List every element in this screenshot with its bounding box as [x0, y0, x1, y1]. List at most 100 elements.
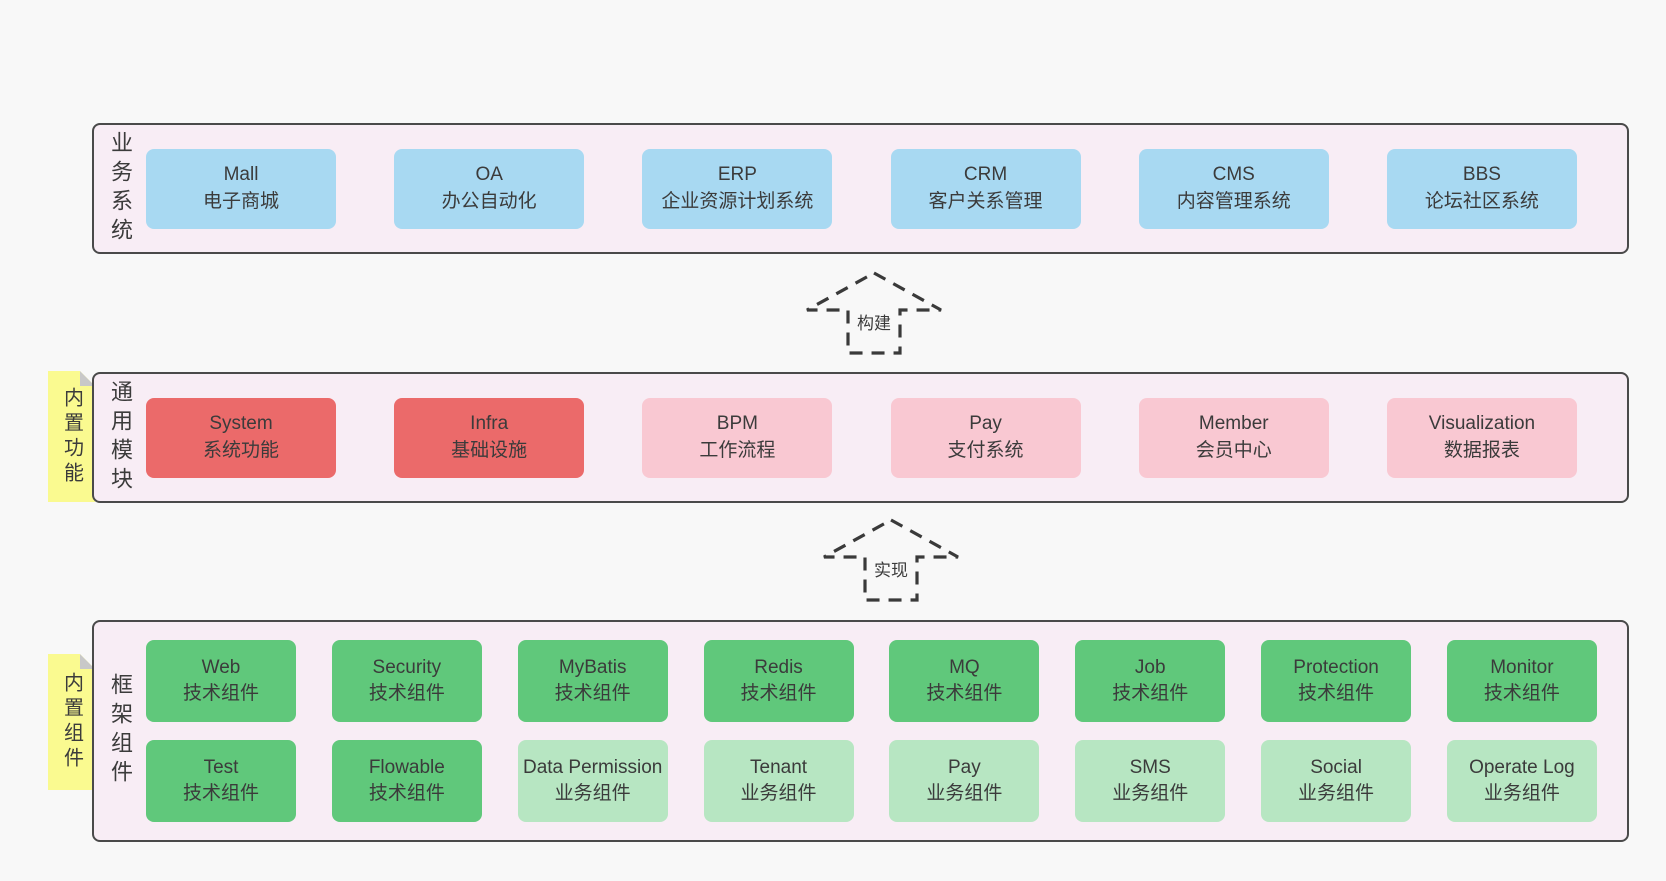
- layer-label-column: 框架组件: [94, 622, 146, 840]
- box-name-en: Job: [1134, 656, 1166, 678]
- box-name-en: Pay: [969, 413, 1002, 435]
- box-name-zh: 业务组件: [926, 783, 1003, 804]
- box-name-en: Protection: [1293, 656, 1379, 678]
- implement-arrow-label: 实现: [870, 555, 912, 582]
- box-name-zh: 技术组件: [740, 683, 817, 704]
- box-name-en: Tenant: [750, 756, 808, 778]
- box-name-en: OA: [475, 164, 503, 186]
- box-name-zh: 内容管理系统: [1176, 190, 1291, 212]
- box-business-systems-oa: OA 办公自动化: [394, 148, 585, 229]
- box-framework-components-flowable: Flowable 技术组件: [331, 740, 482, 822]
- box-name-zh: 会员中心: [1195, 439, 1272, 461]
- box-framework-components-security: Security 技术组件: [331, 640, 482, 722]
- box-name-en: CMS: [1212, 164, 1255, 186]
- box-name-zh: 系统功能: [202, 439, 279, 461]
- sticky-note-label: 内置组件: [60, 672, 83, 772]
- box-name-zh: 数据报表: [1443, 439, 1520, 461]
- box-name-zh: 技术组件: [182, 683, 259, 704]
- box-name-zh: 技术组件: [368, 683, 445, 704]
- sticky-note-builtin-components: 内置组件: [48, 654, 95, 790]
- layer-label-column: 业务系统: [94, 125, 146, 252]
- layer-label-column: 通用模块: [94, 374, 146, 501]
- box-name-zh: 工作流程: [699, 439, 776, 461]
- box-common-modules-pay: Pay 支付系统: [890, 397, 1081, 478]
- box-business-systems-mall: Mall 电子商城: [146, 148, 336, 229]
- box-name-zh: 支付系统: [947, 439, 1024, 461]
- box-name-zh: 论坛社区系统: [1424, 190, 1539, 212]
- box-framework-components-web: Web 技术组件: [146, 640, 296, 722]
- box-framework-components-test: Test 技术组件: [146, 740, 296, 822]
- box-name-en: Mall: [223, 164, 259, 186]
- box-name-en: Flowable: [368, 756, 445, 778]
- box-common-modules-visualization: Visualization 数据报表: [1386, 397, 1577, 478]
- box-name-zh: 企业资源计划系统: [661, 190, 814, 212]
- box-name-zh: 业务组件: [1112, 783, 1189, 804]
- box-name-zh: 业务组件: [740, 783, 817, 804]
- layer-title: 业务系统: [108, 130, 133, 247]
- box-common-modules-infra: Infra 基础设施: [394, 397, 585, 478]
- box-name-en: Data Permission: [522, 756, 663, 778]
- box-name-zh: 技术组件: [926, 683, 1003, 704]
- box-business-systems-erp: ERP 企业资源计划系统: [642, 148, 833, 229]
- box-name-en: Redis: [754, 656, 803, 678]
- box-name-zh: 业务组件: [1298, 783, 1375, 804]
- box-name-en: BPM: [716, 413, 758, 435]
- box-name-en: Test: [203, 756, 239, 778]
- box-framework-components-mq: MQ 技术组件: [889, 640, 1040, 722]
- box-name-en: Security: [372, 656, 442, 678]
- box-name-en: CRM: [963, 164, 1008, 186]
- box-name-en: ERP: [717, 164, 757, 186]
- box-business-systems-cms: CMS 内容管理系统: [1138, 148, 1329, 229]
- dashed-up-arrow-icon: [823, 518, 959, 602]
- box-name-zh: 技术组件: [368, 783, 445, 804]
- layer-title: 框架组件: [108, 673, 133, 789]
- box-name-en: Web: [201, 656, 241, 678]
- box-name-zh: 电子商城: [202, 190, 279, 212]
- box-name-en: Visualization: [1428, 413, 1536, 435]
- box-name-zh: 业务组件: [554, 783, 631, 804]
- box-name-en: Monitor: [1490, 656, 1554, 678]
- box-common-modules-bpm: BPM 工作流程: [642, 397, 833, 478]
- box-name-zh: 技术组件: [1483, 683, 1560, 704]
- box-framework-components-pay: Pay 业务组件: [889, 740, 1040, 822]
- box-name-zh: 技术组件: [182, 783, 259, 804]
- box-framework-components-protection: Protection 技术组件: [1261, 640, 1412, 722]
- sticky-note-label: 内置功能: [60, 386, 83, 487]
- build-arrow-label: 构建: [853, 308, 895, 335]
- box-name-zh: 技术组件: [1298, 683, 1375, 704]
- box-name-zh: 业务组件: [1483, 783, 1560, 804]
- box-name-en: MQ: [949, 656, 980, 678]
- box-name-zh: 技术组件: [554, 683, 631, 704]
- build-arrow: 构建: [800, 270, 948, 356]
- dashed-up-arrow-icon: [806, 271, 942, 355]
- sticky-note-builtin-functions: 内置功能: [48, 371, 95, 502]
- box-name-zh: 基础设施: [451, 439, 528, 461]
- box-framework-components-redis: Redis 技术组件: [703, 640, 854, 722]
- box-name-zh: 办公自动化: [441, 190, 537, 212]
- box-framework-components-mybatis: MyBatis 技术组件: [517, 640, 668, 722]
- box-name-en: Infra: [470, 413, 509, 435]
- implement-arrow: 实现: [817, 517, 965, 603]
- box-framework-components-tenant: Tenant 业务组件: [703, 740, 854, 822]
- layer-title: 通用模块: [108, 379, 133, 496]
- box-name-en: MyBatis: [558, 656, 627, 678]
- box-name-en: Pay: [948, 756, 981, 778]
- box-framework-components-monitor: Monitor 技术组件: [1446, 640, 1597, 722]
